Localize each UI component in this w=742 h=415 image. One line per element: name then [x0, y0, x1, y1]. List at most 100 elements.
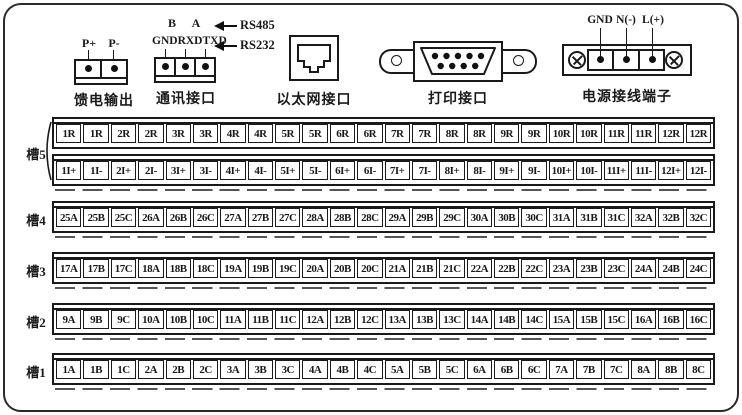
terminal-block-band: [156, 75, 214, 81]
strip-top-band: [54, 305, 713, 310]
slot1-label: 槽1: [26, 365, 46, 380]
terminal-cell: 9R: [521, 124, 547, 143]
left-arrow-icon: [214, 40, 224, 51]
terminal-cell: 7I+: [384, 161, 410, 180]
strip-shadow: [55, 236, 712, 238]
terminal-cell: 10B: [165, 310, 191, 329]
terminal-cell: 13C: [439, 310, 465, 329]
terminal-slot: [176, 59, 196, 75]
terminal-cell: 5B: [411, 360, 438, 379]
screw-icon: [568, 51, 586, 69]
slot2-label: 槽2: [26, 315, 46, 330]
terminal-cell: 12I-: [685, 161, 711, 180]
terminal-cell: 5A: [384, 360, 410, 379]
terminal-cell: 31A: [548, 208, 575, 227]
terminal-cell: 4B: [329, 360, 356, 379]
terminal-cell: 8R: [466, 124, 492, 143]
terminal-cell: 15C: [603, 310, 629, 329]
terminal-cell: 11I-: [630, 161, 657, 180]
terminal-cell: 15B: [576, 310, 602, 329]
terminal-cell: 9I+: [494, 161, 520, 180]
terminal-cell: 9R: [494, 124, 520, 143]
feed-output-caption: 馈电输出: [74, 94, 134, 109]
rs485-label: RS485: [240, 18, 275, 32]
terminal-cell: 25B: [83, 208, 109, 227]
terminal-slot: [196, 59, 214, 75]
terminal-cell: 10I+: [548, 161, 575, 180]
terminal-slot: [589, 51, 615, 69]
power-pin-label-n: N(-): [616, 14, 636, 26]
terminal-cell: 9B: [83, 310, 109, 329]
terminal-cell: 10R: [576, 124, 602, 143]
strip-shadow: [55, 189, 712, 191]
terminal-cell: 1B: [83, 360, 109, 379]
terminal-cell: 29A: [384, 208, 410, 227]
terminal-cell: 6I+: [329, 161, 356, 180]
terminal-cell: 6R: [357, 124, 383, 143]
terminal-cell: 31B: [576, 208, 602, 227]
terminal-cell: 21C: [439, 259, 465, 278]
terminal-cell: 11R: [603, 124, 629, 143]
terminal-slot: [156, 59, 176, 75]
terminal-slot: [614, 51, 640, 69]
terminal-pin-dot: [110, 65, 118, 72]
terminal-cell: 13B: [411, 310, 438, 329]
terminal-cell: 12A: [302, 310, 328, 329]
terminal-cell: 20A: [302, 259, 328, 278]
terminal-cell: 19B: [247, 259, 273, 278]
connector-lead-line: [88, 50, 89, 59]
slot5-row-i-strip: 1I+1I-2I+2I-3I+3I-4I+4I-5I+5I-6I+6I-7I+7…: [52, 154, 715, 186]
printer-caption: 打印接口: [428, 92, 488, 107]
printer-mount-hole: [391, 55, 402, 66]
terminal-cell: 11C: [275, 310, 301, 329]
terminal-cell: 29B: [411, 208, 438, 227]
terminal-cell: 20B: [329, 259, 356, 278]
terminal-cell: 29C: [439, 208, 465, 227]
terminal-cell: 27B: [247, 208, 273, 227]
comm-pin-label-b: B: [167, 16, 176, 30]
terminal-pin-dot: [649, 56, 656, 63]
terminal-cell: 18B: [165, 259, 191, 278]
terminal-cell: 15A: [548, 310, 575, 329]
terminal-cell: 8I+: [439, 161, 465, 180]
terminal-cell: 22A: [466, 259, 492, 278]
terminal-cell: 1A: [56, 360, 82, 379]
comm-pin-label-rxd: RXD: [177, 35, 203, 47]
terminal-cell: 5I+: [275, 161, 301, 180]
terminal-cell: 5R: [302, 124, 328, 143]
comm-connector: B A RS485 GND RXD TXD RS232 通讯接口: [148, 14, 278, 107]
terminal-cell: 6A: [466, 360, 492, 379]
terminal-cell: 6C: [521, 360, 547, 379]
terminal-cell: 17C: [110, 259, 137, 278]
terminal-pin-dot: [84, 65, 92, 72]
strip-shadow: [55, 287, 712, 289]
terminal-cell: 4R: [247, 124, 273, 143]
ethernet-connector: 以太网接口: [277, 35, 351, 108]
db9-connector-icon: [420, 47, 496, 75]
terminal-cell: 7B: [576, 360, 602, 379]
terminal-cell: 13A: [384, 310, 410, 329]
terminal-cell: 7A: [548, 360, 575, 379]
slot4-label: 槽4: [26, 213, 46, 228]
terminal-cell: 2B: [165, 360, 191, 379]
connector-lead-line: [113, 50, 114, 59]
terminal-cell: 24B: [658, 259, 684, 278]
terminal-cell: 28A: [302, 208, 328, 227]
terminal-cell: 8C: [685, 360, 711, 379]
connector-lead-line: [626, 28, 627, 58]
comm-caption: 通讯接口: [156, 92, 216, 107]
terminal-pin-dot: [623, 56, 630, 63]
terminal-cell: 30C: [521, 208, 547, 227]
terminal-cell: 4R: [220, 124, 246, 143]
terminal-cell: 3A: [220, 360, 246, 379]
feed-output-connector: P+ P- 馈电输出: [70, 36, 138, 109]
terminal-cell: 20C: [357, 259, 383, 278]
connector-lead-line: [652, 28, 653, 58]
printer-housing: [413, 41, 503, 82]
terminal-cell: 25A: [56, 208, 82, 227]
terminal-cell: 23C: [603, 259, 629, 278]
terminal-cell: 4A: [302, 360, 328, 379]
terminal-cell: 2C: [192, 360, 219, 379]
